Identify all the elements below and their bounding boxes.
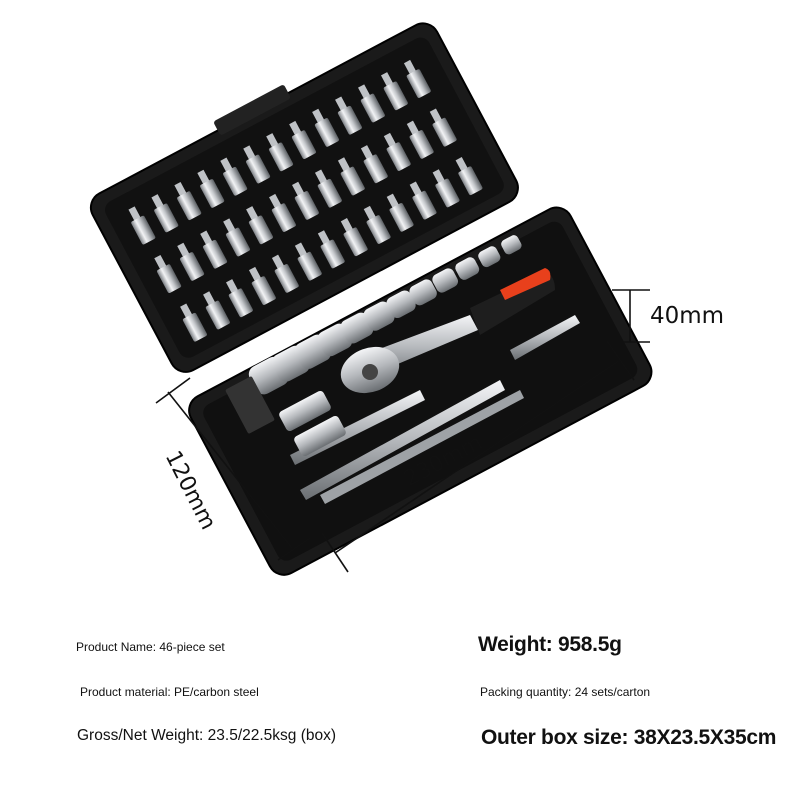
bit bbox=[248, 266, 276, 305]
socket bbox=[340, 312, 374, 344]
bit bbox=[429, 108, 457, 147]
bit bbox=[432, 169, 460, 208]
bit bbox=[455, 157, 483, 196]
bit bbox=[380, 72, 408, 111]
socket bbox=[409, 279, 437, 306]
socket bbox=[501, 235, 522, 255]
bit bbox=[203, 291, 230, 330]
bit bbox=[177, 242, 205, 281]
bit bbox=[271, 254, 299, 293]
bit bbox=[151, 194, 179, 233]
bit bbox=[312, 108, 339, 147]
bit bbox=[337, 157, 365, 196]
bit bbox=[174, 181, 202, 220]
outer-box-size-spec: Outer box size: 38X23.5X35cm bbox=[481, 726, 777, 749]
bit-rows bbox=[128, 59, 483, 342]
bit bbox=[340, 218, 368, 257]
socket bbox=[432, 268, 459, 293]
ratchet-handle bbox=[340, 268, 555, 394]
packing-quantity-spec: Packing quantity: 24 sets/carton bbox=[480, 685, 651, 699]
bit bbox=[386, 193, 414, 232]
bit bbox=[314, 169, 342, 208]
gross-net-weight-spec: Gross/Net Weight: 23.5/22.5ksg (box) bbox=[77, 727, 337, 744]
bit bbox=[317, 230, 345, 269]
adapters bbox=[225, 376, 346, 457]
bit bbox=[409, 181, 437, 220]
bit bbox=[403, 59, 431, 98]
product-name-spec: Product Name: 46-piece set bbox=[76, 640, 225, 654]
bit bbox=[246, 206, 273, 245]
bit bbox=[226, 279, 253, 318]
socket bbox=[478, 246, 501, 268]
bit bbox=[223, 218, 250, 257]
bit bbox=[383, 132, 411, 171]
bit bbox=[335, 96, 362, 135]
bit bbox=[363, 205, 391, 244]
bit bbox=[197, 169, 225, 208]
bit bbox=[289, 120, 317, 159]
bit bbox=[243, 145, 271, 184]
socket bbox=[455, 257, 480, 280]
bit bbox=[360, 145, 388, 184]
bit bbox=[406, 120, 434, 159]
bit bbox=[358, 84, 385, 123]
socket bbox=[363, 301, 395, 331]
product-material-spec: Product material: PE/carbon steel bbox=[80, 685, 259, 699]
bit bbox=[154, 254, 182, 293]
socket-row bbox=[248, 235, 522, 395]
weight-spec: Weight: 958.5g bbox=[478, 633, 622, 656]
dimension-lines bbox=[155, 289, 650, 573]
socket bbox=[386, 290, 416, 319]
toolset-case-photo bbox=[89, 22, 653, 576]
bit bbox=[292, 181, 319, 220]
bit bbox=[128, 206, 156, 245]
dimension-height-label: 40mm bbox=[650, 303, 725, 329]
bit bbox=[200, 230, 228, 269]
bit bbox=[266, 133, 294, 172]
bit bbox=[220, 157, 248, 196]
extension-bars bbox=[290, 315, 580, 504]
bit bbox=[269, 193, 296, 232]
bit bbox=[294, 242, 322, 281]
bit bbox=[180, 303, 207, 342]
